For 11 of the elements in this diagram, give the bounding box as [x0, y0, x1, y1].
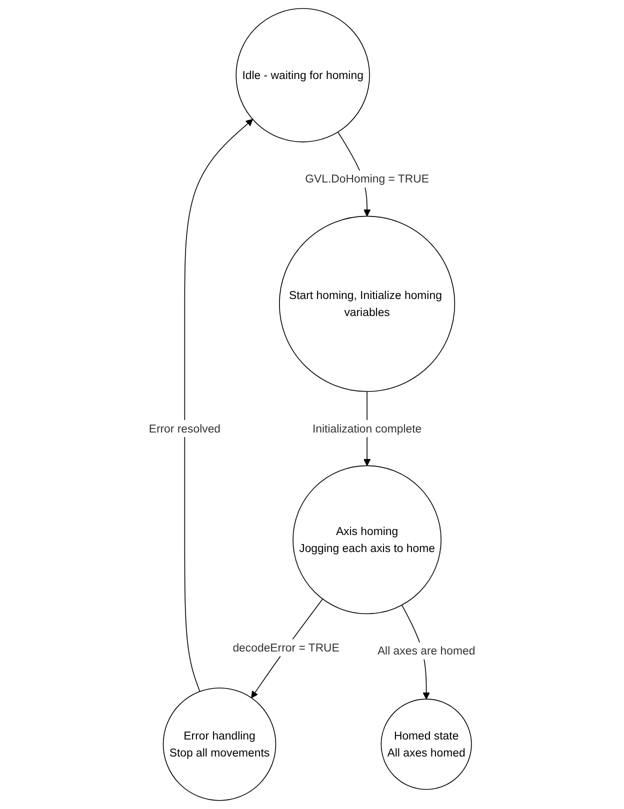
arrow [184, 118, 254, 692]
node-circle: Axis homing Jogging each axis to home [292, 465, 442, 614]
edge-label: Initialization complete [312, 422, 422, 435]
node-circle: Error handling Stop all movements [162, 688, 276, 801]
edge-label: decodeError = TRUE [232, 640, 340, 654]
edge-label: GVL.DoHoming = TRUE [305, 172, 429, 186]
node-circle: Start homing, Initialize homing variables [278, 216, 456, 392]
edge-label: Error resolved [148, 422, 221, 435]
node-circle: Idle - waiting for homing [236, 8, 370, 142]
node-circle: Homed state All axes homed [380, 698, 472, 790]
edge-label: All axes are homed [377, 644, 476, 657]
